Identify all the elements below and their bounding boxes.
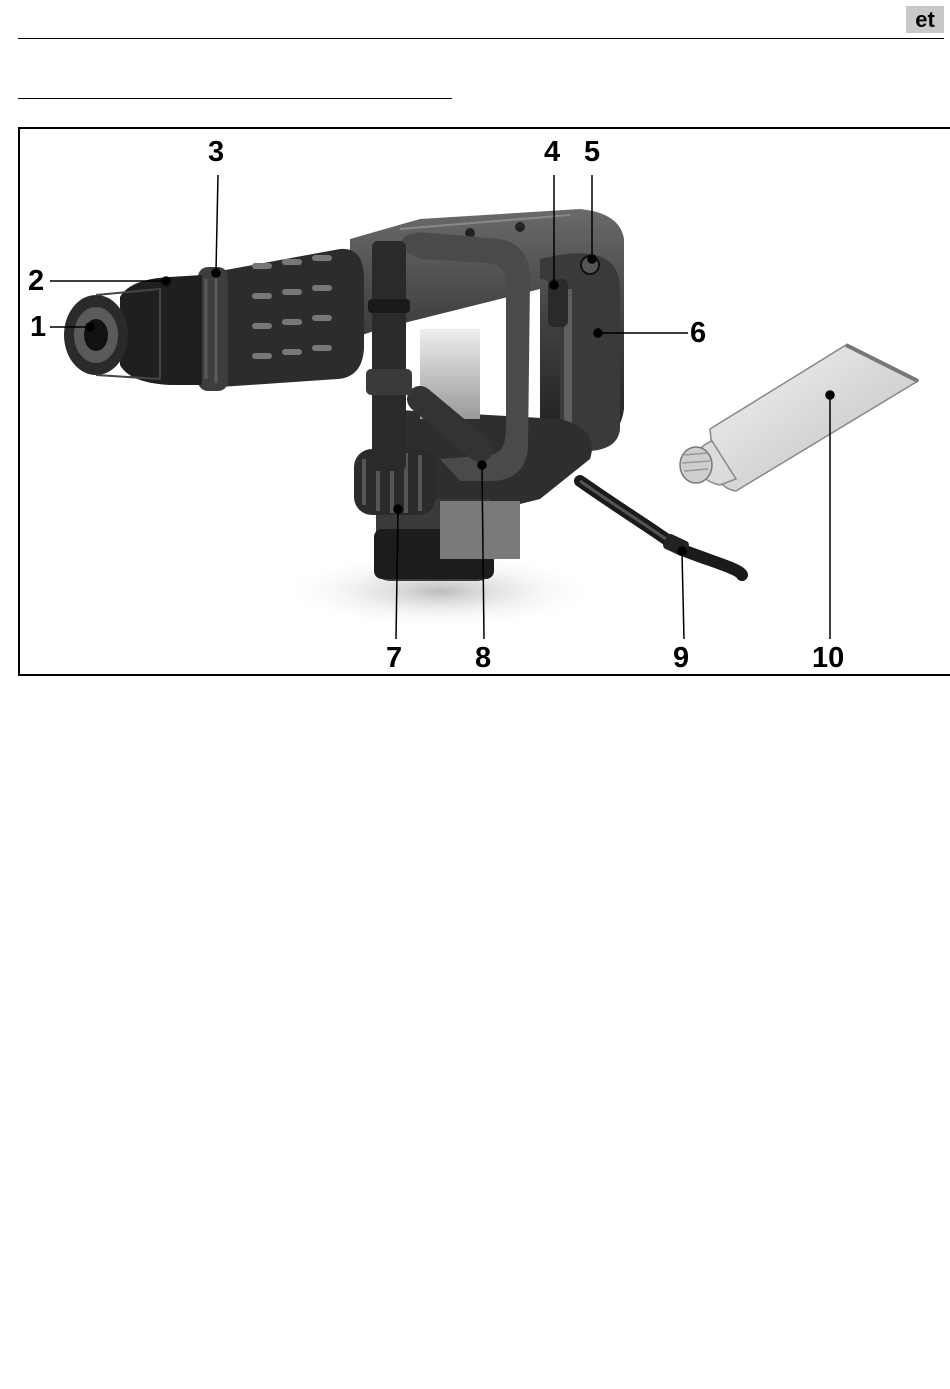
demolition-hammer-illustration bbox=[20, 129, 950, 674]
callout-4: 4 bbox=[544, 137, 560, 167]
language-badge: et bbox=[906, 6, 944, 33]
power-cord-graphic bbox=[580, 481, 742, 575]
callout-10: 10 bbox=[812, 643, 844, 673]
callout-1: 1 bbox=[30, 312, 46, 342]
header-rule bbox=[18, 38, 944, 39]
product-figure: 1 2 3 4 5 6 7 8 9 10 bbox=[18, 127, 950, 676]
callout-3: 3 bbox=[208, 137, 224, 167]
tool-holder-graphic bbox=[64, 275, 202, 385]
callout-7: 7 bbox=[386, 643, 402, 673]
section-rule bbox=[18, 98, 452, 99]
callout-8: 8 bbox=[475, 643, 491, 673]
callout-5: 5 bbox=[584, 137, 600, 167]
callout-2: 2 bbox=[28, 266, 44, 296]
callout-9: 9 bbox=[673, 643, 689, 673]
grease-tube-graphic bbox=[680, 345, 918, 491]
barrel-graphic bbox=[198, 249, 364, 391]
callout-6: 6 bbox=[690, 318, 706, 348]
handle-column bbox=[366, 241, 412, 471]
